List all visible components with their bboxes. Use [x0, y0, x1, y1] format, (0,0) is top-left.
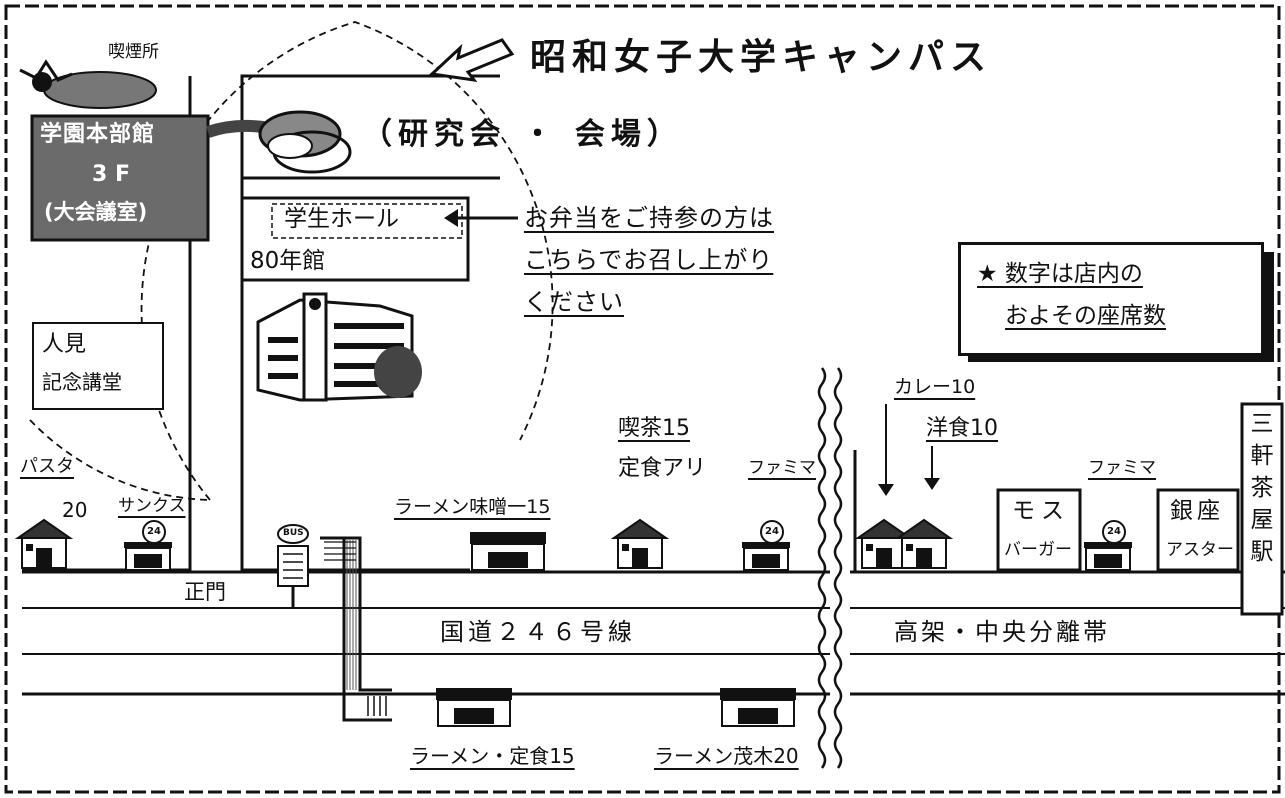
curry-label: カレー10 [894, 376, 976, 398]
bento-note-line-1: お弁当をご持参の方は [524, 204, 774, 232]
road-elevated-label: 高架・中央分離帯 [894, 618, 1110, 646]
main-gate-label: 正門 [184, 580, 226, 604]
building-80-label: 80年館 [250, 248, 326, 274]
station-char-5: 駅 [1250, 539, 1274, 565]
station-char-4: 屋 [1250, 507, 1274, 533]
road-main-label: 国道２４６号線 [440, 618, 636, 646]
pasta-label: パスタ [20, 456, 74, 477]
mos-label-1: モス [1012, 498, 1070, 524]
kissa-label: 喫茶15 [618, 416, 690, 441]
hitomi-hall-line-2: 記念講堂 [42, 370, 122, 394]
main-building-floor: 3 F [92, 162, 130, 187]
main-building-room: (大会議室) [44, 200, 148, 224]
ramen-shigeki-shop-icon [719, 687, 797, 727]
yoshoku-label: 洋食10 [926, 416, 998, 441]
main-building-name: 学園本部館 [40, 122, 156, 147]
legend-line-1: ★ 数字は店内の [977, 261, 1143, 287]
bus-sign-label: BUS [283, 528, 304, 538]
bento-note-line-3: ください [524, 288, 624, 316]
famima-left-label: ファミマ [748, 458, 816, 478]
station-char-2: 軒 [1250, 443, 1274, 469]
map-title: 昭和女子大学キャンパス [530, 37, 993, 78]
kissa-note: 定食アリ [618, 456, 707, 481]
school-building-icon [256, 292, 422, 402]
smoking-area-label: 喫煙所 [108, 42, 159, 62]
station-char-1: 三 [1250, 411, 1274, 437]
legend-line-2: およその座席数 [1005, 303, 1166, 329]
ramen-miso-label: ラーメン味噌一15 [394, 496, 551, 518]
hitomi-hall-line-1: 人見 [42, 332, 87, 357]
ramen-miso-shop-icon [469, 531, 547, 571]
ramen-shigeki-label: ラーメン茂木20 [654, 744, 799, 768]
venue-note: （研究会 ・ 会場） [362, 117, 683, 152]
yoshoku-shop-icon [897, 519, 951, 569]
thanks-label: サンクス [118, 496, 186, 516]
hitomi-hall-box: 人見 記念講堂 [32, 322, 164, 410]
arrow-icon [428, 38, 515, 82]
store-badge-famima-left: 24 [765, 526, 779, 537]
kissa-shop-icon [613, 519, 667, 569]
ginza-aster-label-2: アスター [1166, 540, 1234, 560]
ramen-teishoku-label: ラーメン・定食15 [410, 744, 575, 768]
pedestrian-bridge [320, 536, 392, 722]
mos-label-2: バーガー [1004, 540, 1072, 560]
pasta-shop-icon [17, 519, 71, 569]
store-badge-thanks: 24 [147, 526, 161, 537]
bus-stop-icon [277, 524, 309, 608]
bento-note-line-2: こちらでお召し上がり [524, 246, 774, 274]
smoking-cloud-icon [19, 59, 157, 109]
station-label: 三 軒 茶 屋 駅 [1244, 408, 1280, 568]
student-hall-label: 学生ホール [284, 206, 399, 232]
store-badge-famima-right: 24 [1107, 526, 1121, 537]
station-char-3: 茶 [1250, 475, 1274, 501]
ginza-aster-label-1: 銀座 [1170, 498, 1224, 524]
famima-right-label: ファミマ [1088, 458, 1156, 478]
ramen-teishoku-shop-icon [435, 687, 513, 727]
legend-box: ★ 数字は店内の およその座席数 [958, 242, 1264, 356]
pasta-seats: 20 [62, 498, 88, 522]
venue-knot-icon [206, 110, 352, 174]
